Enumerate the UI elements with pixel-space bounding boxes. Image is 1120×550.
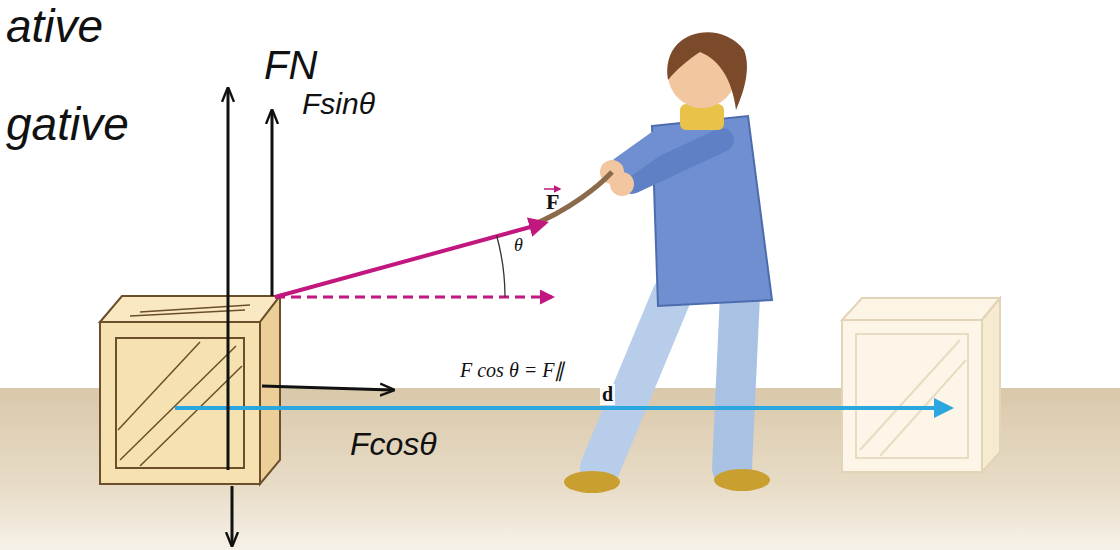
rope <box>530 172 612 226</box>
woman-figure <box>564 32 772 493</box>
handwritten-note: Fcosθ <box>348 428 439 462</box>
vector-label: d <box>600 384 615 405</box>
force-vector <box>275 223 545 297</box>
ghost-crate <box>842 298 1000 472</box>
component-label: F cos θ = F∥ <box>458 360 566 381</box>
angle-arc <box>497 236 505 298</box>
angle-label: θ <box>512 236 525 255</box>
displacement-vector <box>175 406 950 410</box>
force-label: Fsinθ <box>300 88 377 120</box>
handwritten-note: ative <box>4 2 105 50</box>
handwritten-note: gative <box>4 100 131 148</box>
vector-label: F <box>544 190 561 213</box>
handwritten-arrows <box>228 90 392 544</box>
force-label: FN <box>262 44 319 86</box>
crate <box>100 296 280 484</box>
component-vector <box>275 296 552 299</box>
